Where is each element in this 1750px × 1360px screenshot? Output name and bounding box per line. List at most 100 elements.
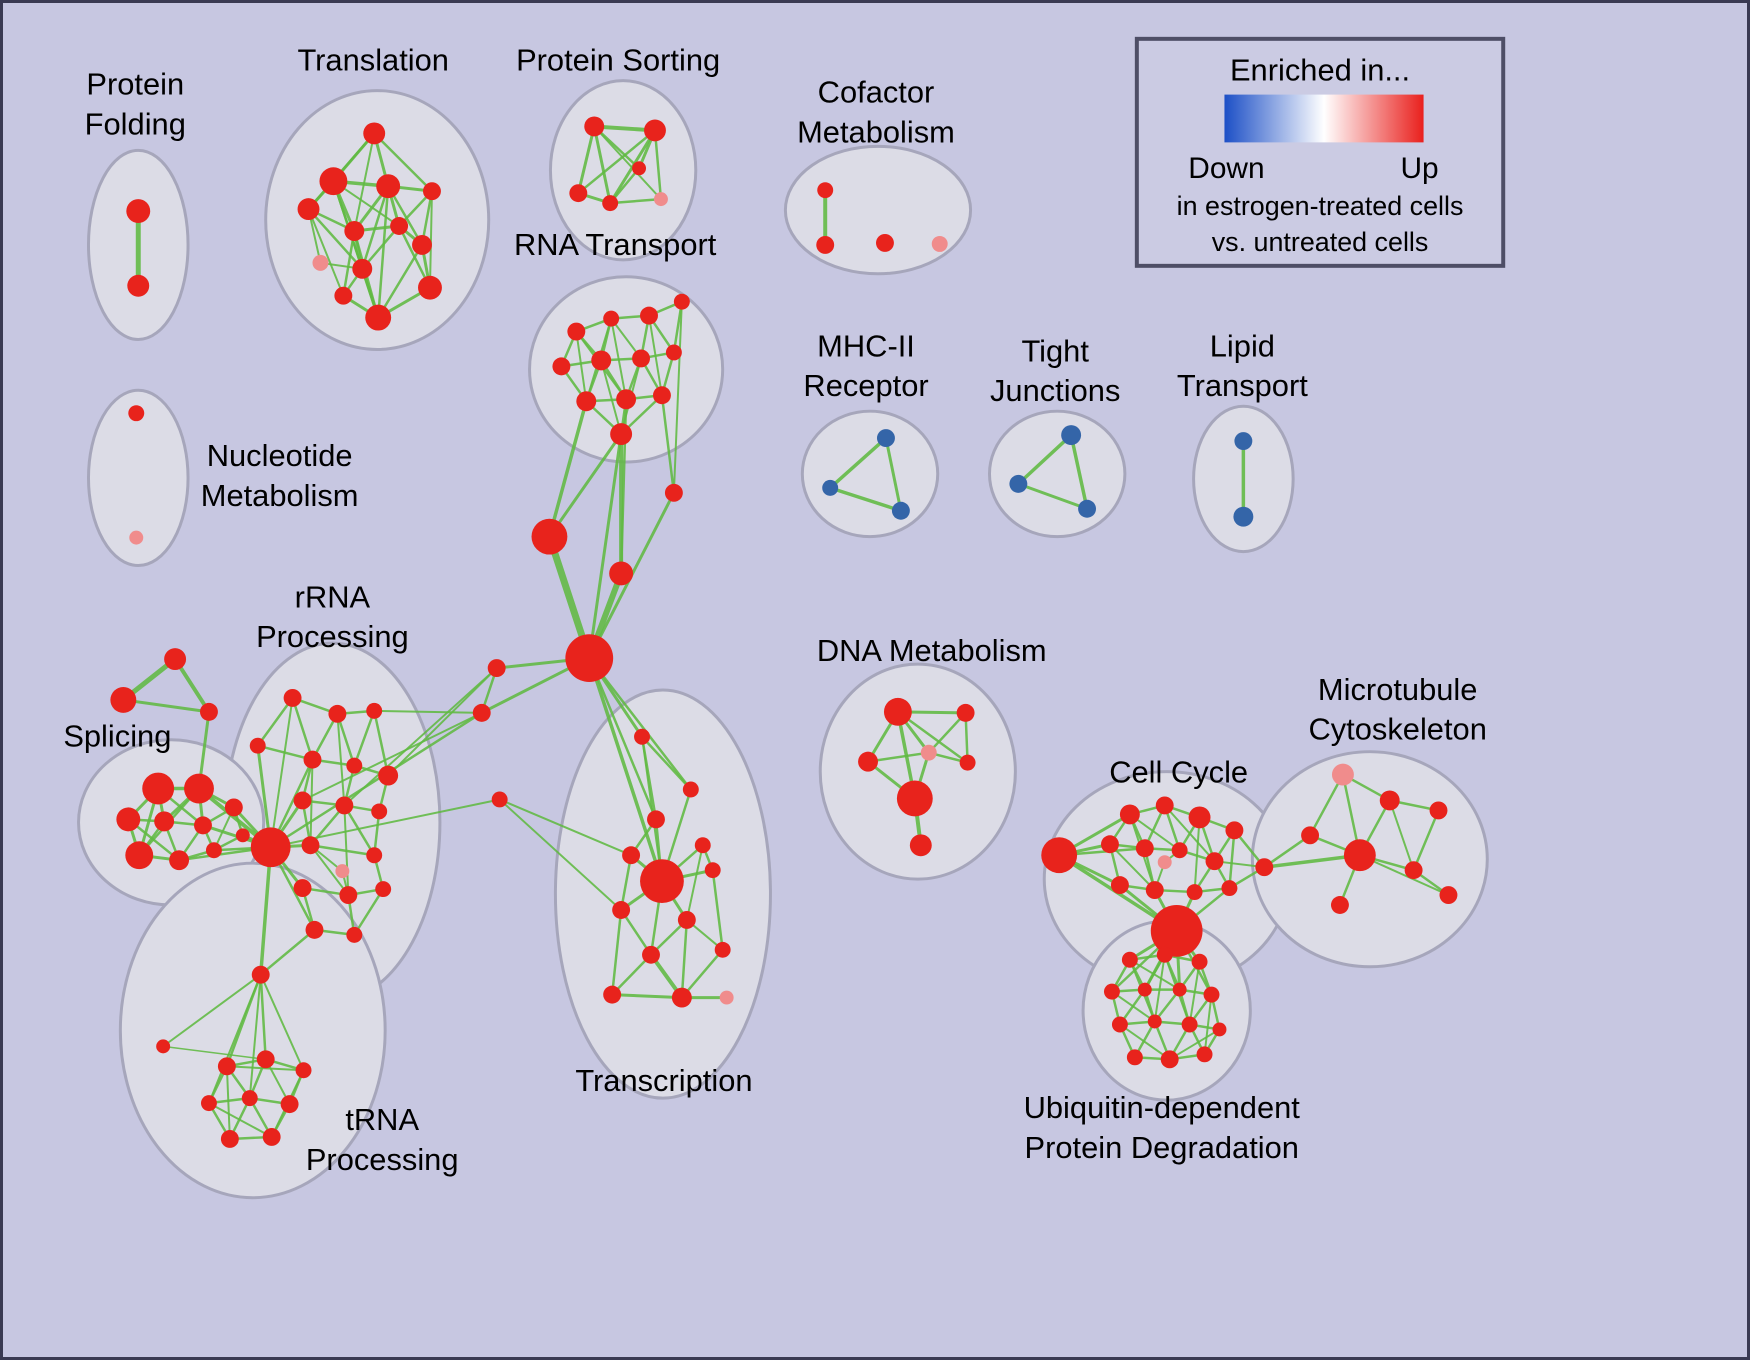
- node[interactable]: [156, 1039, 171, 1054]
- node[interactable]: [673, 293, 690, 310]
- node[interactable]: [719, 990, 734, 1005]
- node[interactable]: [883, 697, 912, 726]
- node[interactable]: [569, 184, 588, 203]
- node[interactable]: [1103, 983, 1120, 1000]
- node[interactable]: [956, 703, 975, 722]
- node[interactable]: [366, 702, 383, 719]
- node[interactable]: [328, 704, 347, 723]
- node[interactable]: [363, 122, 386, 145]
- node[interactable]: [567, 322, 586, 341]
- node[interactable]: [632, 349, 650, 368]
- node[interactable]: [280, 1095, 299, 1114]
- node[interactable]: [664, 483, 683, 502]
- node[interactable]: [164, 648, 187, 671]
- node[interactable]: [1121, 951, 1138, 968]
- node[interactable]: [293, 879, 312, 898]
- node[interactable]: [642, 945, 660, 964]
- node[interactable]: [816, 235, 835, 254]
- node[interactable]: [644, 119, 666, 142]
- node[interactable]: [652, 386, 671, 405]
- node[interactable]: [552, 357, 571, 376]
- node[interactable]: [365, 304, 392, 331]
- node[interactable]: [126, 199, 151, 224]
- node[interactable]: [1110, 876, 1129, 895]
- node[interactable]: [591, 350, 612, 371]
- node[interactable]: [714, 941, 731, 958]
- node[interactable]: [235, 828, 250, 843]
- node[interactable]: [576, 391, 597, 412]
- node[interactable]: [1331, 763, 1354, 786]
- node[interactable]: [110, 686, 137, 713]
- node[interactable]: [1150, 905, 1203, 957]
- node[interactable]: [858, 751, 878, 772]
- node[interactable]: [251, 965, 270, 984]
- node[interactable]: [959, 754, 976, 771]
- node[interactable]: [671, 987, 692, 1008]
- node[interactable]: [1188, 806, 1211, 829]
- node[interactable]: [1078, 499, 1097, 518]
- node[interactable]: [1255, 858, 1274, 877]
- node[interactable]: [301, 836, 320, 855]
- node[interactable]: [1233, 506, 1254, 527]
- node[interactable]: [1171, 842, 1188, 859]
- node[interactable]: [1111, 1016, 1128, 1033]
- node[interactable]: [205, 842, 222, 859]
- node[interactable]: [241, 1090, 258, 1107]
- node[interactable]: [390, 217, 409, 235]
- node[interactable]: [125, 841, 154, 870]
- node[interactable]: [1205, 852, 1224, 871]
- node[interactable]: [142, 772, 175, 805]
- node[interactable]: [612, 901, 631, 919]
- node[interactable]: [250, 827, 291, 868]
- node[interactable]: [169, 850, 190, 871]
- node[interactable]: [1203, 986, 1220, 1003]
- node[interactable]: [891, 501, 910, 520]
- node[interactable]: [822, 479, 839, 496]
- node[interactable]: [603, 985, 622, 1004]
- node[interactable]: [375, 881, 392, 898]
- node[interactable]: [647, 810, 665, 829]
- node[interactable]: [610, 423, 633, 446]
- node[interactable]: [319, 167, 348, 196]
- node[interactable]: [378, 765, 399, 786]
- node[interactable]: [128, 405, 145, 422]
- node[interactable]: [154, 811, 175, 832]
- node[interactable]: [412, 234, 432, 255]
- node[interactable]: [344, 221, 365, 241]
- node[interactable]: [817, 182, 834, 199]
- node[interactable]: [609, 561, 634, 586]
- node[interactable]: [262, 1128, 281, 1146]
- node[interactable]: [297, 198, 320, 221]
- node[interactable]: [217, 1057, 236, 1076]
- node[interactable]: [704, 862, 721, 879]
- node[interactable]: [565, 634, 614, 682]
- node[interactable]: [1126, 1049, 1143, 1066]
- node[interactable]: [1343, 839, 1376, 872]
- node[interactable]: [335, 796, 354, 815]
- node[interactable]: [896, 780, 933, 817]
- node[interactable]: [1330, 896, 1349, 914]
- node[interactable]: [622, 846, 641, 865]
- node[interactable]: [920, 744, 937, 761]
- node[interactable]: [602, 195, 619, 212]
- node[interactable]: [305, 920, 324, 939]
- node[interactable]: [603, 310, 620, 327]
- node[interactable]: [694, 837, 711, 854]
- node[interactable]: [677, 910, 696, 929]
- node[interactable]: [640, 306, 658, 325]
- node[interactable]: [1429, 801, 1448, 820]
- node[interactable]: [194, 816, 212, 835]
- node[interactable]: [352, 258, 373, 279]
- node[interactable]: [634, 728, 650, 745]
- node[interactable]: [220, 1130, 239, 1148]
- node[interactable]: [339, 886, 358, 905]
- node[interactable]: [127, 274, 150, 297]
- node[interactable]: [1100, 835, 1119, 854]
- node[interactable]: [199, 702, 218, 721]
- node[interactable]: [1172, 982, 1187, 997]
- node[interactable]: [616, 389, 637, 410]
- node[interactable]: [875, 233, 894, 252]
- node[interactable]: [1160, 1050, 1179, 1069]
- node[interactable]: [653, 192, 668, 207]
- node[interactable]: [1119, 804, 1140, 825]
